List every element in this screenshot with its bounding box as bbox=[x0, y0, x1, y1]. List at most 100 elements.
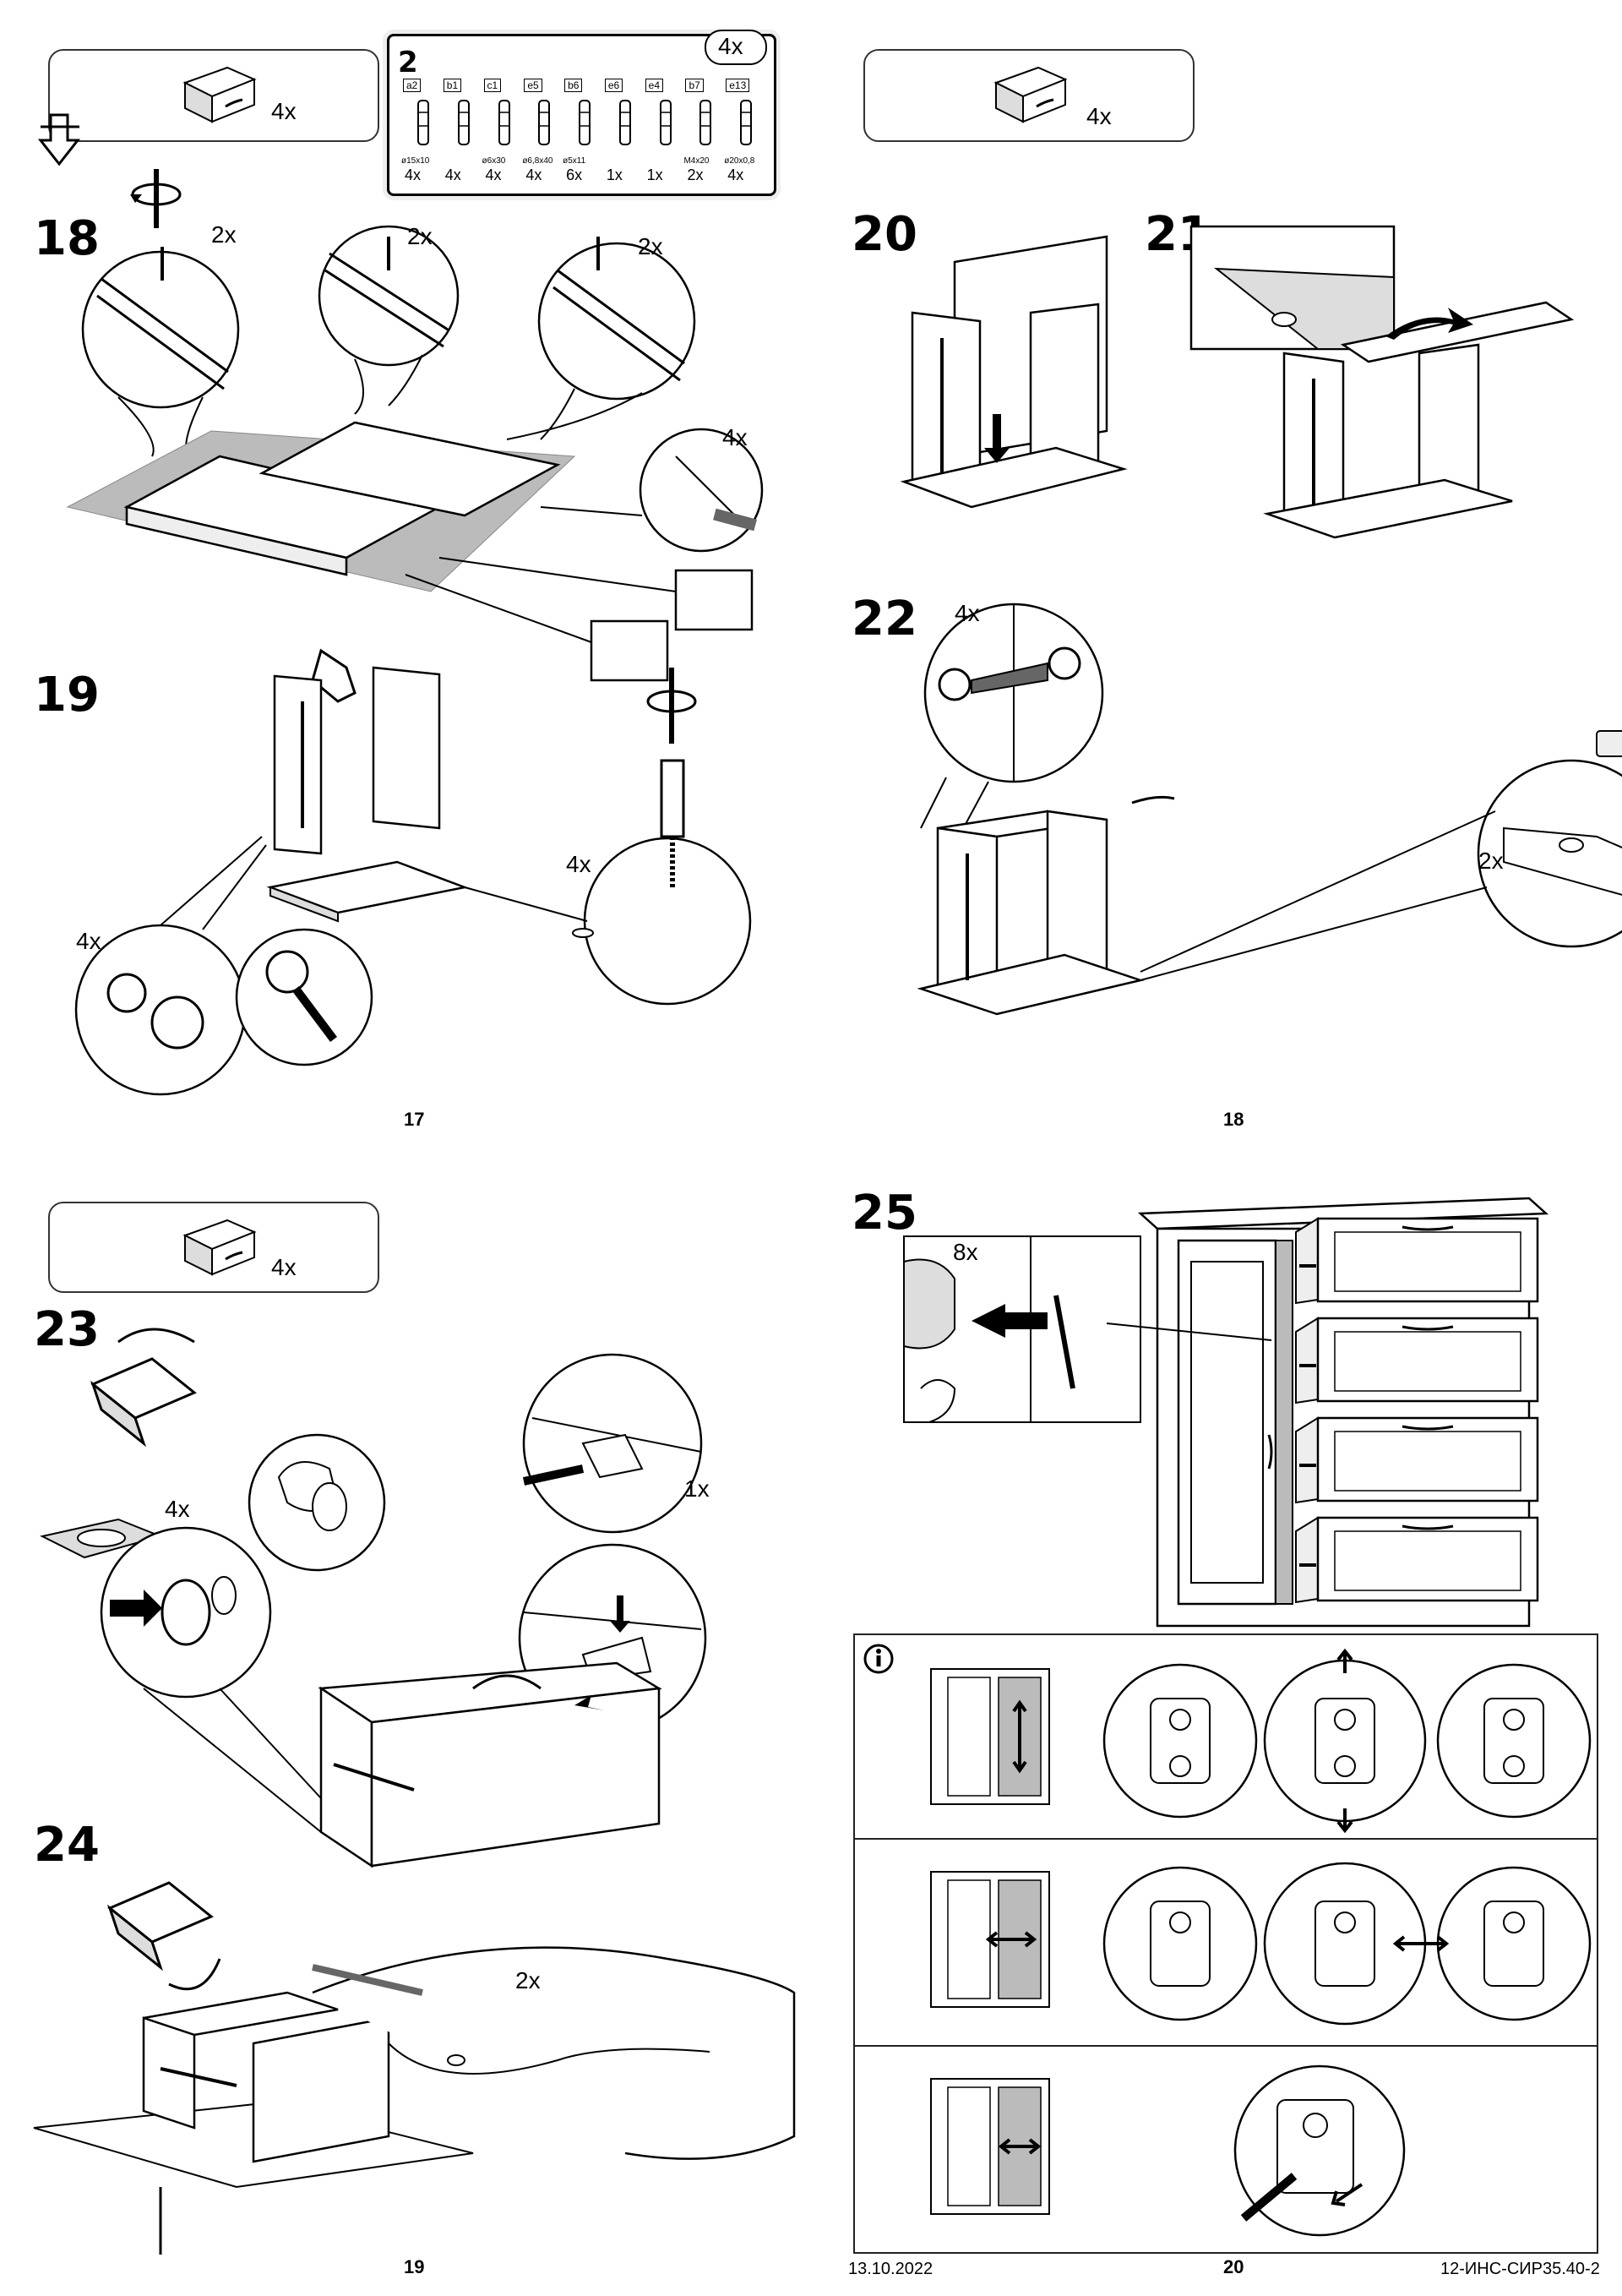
drawer-header-qty: 4x bbox=[271, 1254, 297, 1280]
part-e13-icon bbox=[740, 100, 753, 145]
part-code: b6 bbox=[564, 79, 583, 92]
step-24-screw-qty: 2x bbox=[515, 1967, 541, 1993]
part-qty: 4x bbox=[525, 166, 542, 183]
part-qty: 2x bbox=[687, 166, 704, 183]
step-19-illustration bbox=[74, 648, 752, 1096]
step-23-label: 23 bbox=[34, 1302, 100, 1357]
cabinet-thumb-1 bbox=[930, 1668, 1050, 1805]
info-row-2 bbox=[855, 1838, 1597, 2047]
page-number: 17 bbox=[404, 1109, 425, 1130]
part-qty: 1x bbox=[646, 166, 663, 183]
hinge-adjust-horizontal bbox=[1102, 1862, 1592, 2026]
step-23-illustration bbox=[40, 1328, 707, 1868]
step-20-illustration bbox=[900, 235, 1128, 509]
part-b1-icon bbox=[457, 100, 470, 145]
part-size: ø5x11 bbox=[563, 156, 586, 166]
step-25-slide-qty: 8x bbox=[948, 1239, 983, 1266]
part-e5-icon bbox=[538, 100, 551, 145]
page-18: 4x 20 21 22 bbox=[811, 0, 1622, 1148]
part-code: e5 bbox=[524, 79, 542, 92]
part-size: ø20x0,8 bbox=[724, 156, 755, 166]
info-row-3 bbox=[855, 2045, 1597, 2252]
connector-line bbox=[1106, 1323, 1272, 1341]
footer-doc-code: 12-ИНС-СИР35.40-2 bbox=[1440, 2260, 1600, 2278]
step-22-pad-qty: 2x bbox=[1478, 848, 1504, 874]
step-21-illustration bbox=[1189, 225, 1575, 539]
step-22-illustration bbox=[917, 603, 1622, 1016]
part-item: b1 4x bbox=[442, 62, 482, 188]
drawer-header-box: 4x bbox=[863, 49, 1195, 142]
parts-panel-label: 2 bbox=[398, 46, 418, 79]
part-code: b1 bbox=[443, 79, 462, 92]
cabinet-thumb-2 bbox=[930, 1871, 1050, 2008]
part-size: ø6x30 bbox=[482, 156, 506, 166]
part-b6-icon bbox=[579, 100, 591, 145]
step-18-illustration bbox=[66, 169, 764, 682]
step-22-label: 22 bbox=[852, 592, 917, 646]
info-icon bbox=[863, 1644, 894, 1674]
part-size: ø6,8x40 bbox=[522, 156, 553, 166]
drawer-header-qty: 4x bbox=[271, 98, 297, 124]
part-item: e4 1x bbox=[644, 62, 684, 188]
part-e4-icon bbox=[659, 100, 672, 145]
step-25-label: 25 bbox=[852, 1186, 917, 1241]
part-qty: 4x bbox=[444, 166, 461, 183]
step-23-bracket-qty: 1x bbox=[684, 1475, 710, 1502]
page-number: 18 bbox=[1223, 1109, 1244, 1130]
drawer-icon bbox=[993, 66, 1068, 123]
info-panel bbox=[853, 1633, 1598, 2254]
step-18-label: 18 bbox=[34, 211, 100, 266]
part-size: M4x20 bbox=[683, 156, 710, 166]
parts-set-qty: 4x bbox=[705, 30, 767, 65]
part-code: e13 bbox=[726, 79, 750, 92]
step-24-illustration bbox=[33, 1881, 796, 2255]
step-23-cap-qty: 4x bbox=[165, 1496, 190, 1522]
slide-detail-illustration bbox=[903, 1235, 1141, 1423]
step-18-callout-2: 2x bbox=[407, 223, 433, 249]
step-19-label: 19 bbox=[34, 668, 100, 723]
part-e6-icon bbox=[618, 100, 631, 145]
step-18-callout-1: 2x bbox=[211, 221, 237, 248]
part-code: e6 bbox=[604, 79, 623, 92]
step-18-dowel-qty: 4x bbox=[722, 424, 748, 450]
down-arrow-icon bbox=[37, 113, 81, 166]
page-19: 4x 23 4x 1x 24 bbox=[0, 1148, 811, 2296]
drawer-header-box: 4x bbox=[48, 1202, 379, 1293]
step-19-cam-qty: 4x bbox=[76, 928, 101, 954]
part-qty: 6x bbox=[566, 166, 583, 183]
part-code: c1 bbox=[483, 79, 502, 92]
step-24-label: 24 bbox=[34, 1818, 100, 1873]
cabinet-thumb-3 bbox=[930, 2078, 1050, 2215]
part-qty: 4x bbox=[727, 166, 744, 183]
page-number: 19 bbox=[404, 2256, 425, 2277]
cabinet-drawer bbox=[1295, 1317, 1539, 1404]
part-qty: 4x bbox=[405, 166, 422, 183]
cabinet-drawers bbox=[1293, 1215, 1546, 1621]
part-code: a2 bbox=[403, 79, 422, 92]
part-c1-icon bbox=[498, 100, 510, 145]
step-20-label: 20 bbox=[852, 207, 917, 262]
page-20: 25 8x bbox=[811, 1148, 1622, 2296]
part-size: ø15x10 bbox=[401, 156, 430, 166]
page-number: 20 bbox=[1223, 2256, 1244, 2277]
part-code: b7 bbox=[685, 79, 704, 92]
step-19-bolt-qty: 4x bbox=[566, 851, 591, 877]
hinge-adjust-vertical bbox=[1102, 1648, 1592, 1834]
step-22-screw-qty: 4x bbox=[955, 600, 980, 626]
hinge-adjust-depth bbox=[1233, 2064, 1406, 2237]
cabinet-drawer bbox=[1295, 1416, 1539, 1504]
drawer-icon bbox=[182, 1219, 257, 1276]
part-qty: 4x bbox=[485, 166, 502, 183]
drawer-icon bbox=[182, 66, 257, 123]
info-row-1 bbox=[855, 1635, 1597, 1840]
part-code: e4 bbox=[645, 79, 664, 92]
